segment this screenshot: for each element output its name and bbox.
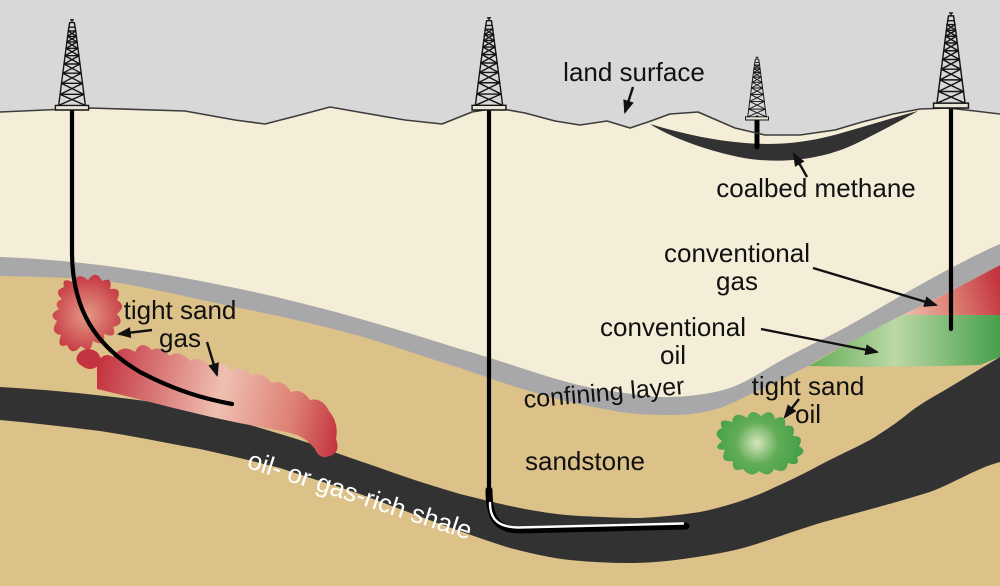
- shale-band: [0, 357, 1000, 563]
- land-surface-line: [0, 106, 1000, 136]
- label-coalbed-methane: coalbed methane: [716, 173, 916, 203]
- tight-sand-gas-fragment: [76, 349, 101, 369]
- conventional-gas-arrow: [812, 266, 938, 307]
- label-conventional-oil-line2: oil: [659, 340, 686, 370]
- label-conventional-oil-line1: conventional: [600, 312, 746, 342]
- well-left-horizontal: [69, 105, 235, 407]
- tight-sand-gas-arrow-left: [116, 327, 153, 339]
- conventional-oil-arrow: [760, 327, 880, 356]
- label-conventional-oil: conventional oil: [600, 313, 746, 369]
- tight-sand-gas-blob: [52, 274, 122, 352]
- label-tight-sand-gas-line1: tight sand: [123, 295, 237, 325]
- label-tight-sand-oil-line1: tight sand: [751, 371, 865, 401]
- coalbed-methane-band: [650, 111, 918, 161]
- label-conventional-gas-line1: conventional: [664, 238, 810, 268]
- tight-sand-oil-deposit: [716, 411, 804, 475]
- label-tight-sand-oil: tight sand oil: [752, 372, 865, 428]
- label-conventional-gas: conventional gas: [664, 239, 810, 295]
- label-land-surface: land surface: [563, 57, 705, 87]
- label-conventional-gas-line2: gas: [716, 266, 758, 296]
- label-sandstone: sandstone: [525, 446, 645, 476]
- tight-sand-oil-arrow: [783, 398, 800, 419]
- land-surface-arrow: [623, 86, 635, 114]
- coalbed-methane-arrow: [792, 152, 809, 178]
- label-tight-sand-gas-line2: gas: [159, 323, 201, 353]
- conventional-gas-deposit: [902, 265, 1000, 315]
- well-middle-lateral-core: [488, 501, 685, 529]
- label-tight-sand-gas: tight sand gas: [124, 296, 237, 352]
- tight-sand-gas-arrow-down: [205, 341, 219, 377]
- label-tight-sand-oil-line2: oil: [794, 399, 821, 429]
- confining-layer-band: [0, 244, 1000, 415]
